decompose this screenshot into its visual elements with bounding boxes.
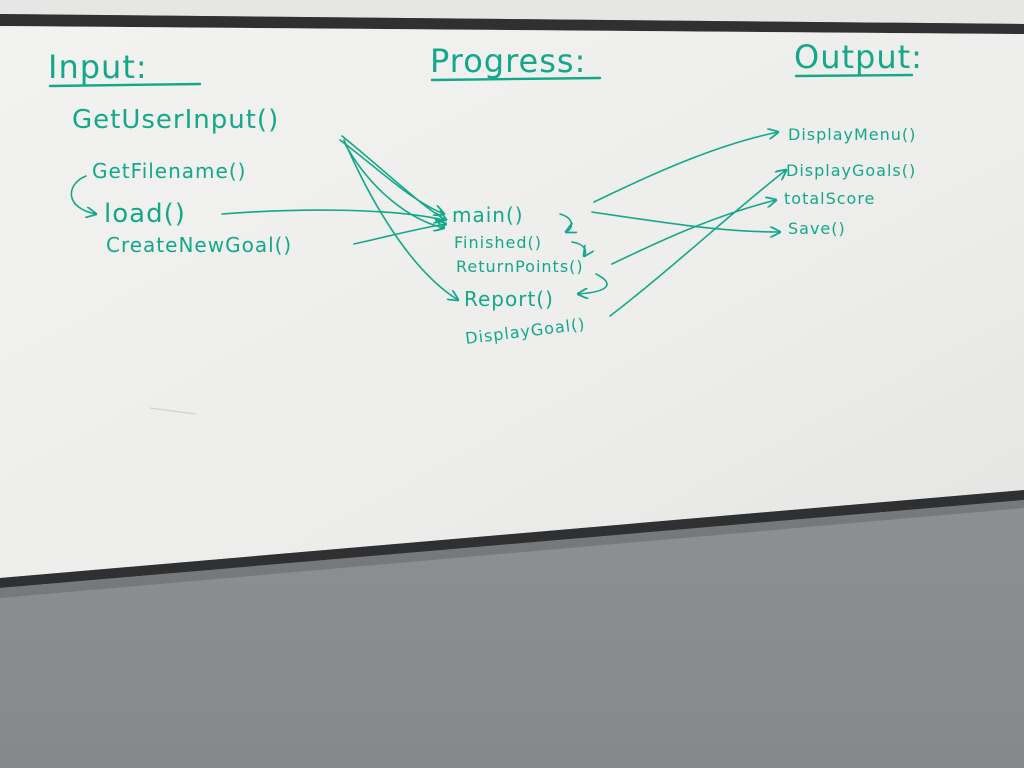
arrow-createnewgoal-to-main xyxy=(353,224,446,245)
input-item-load: load() xyxy=(104,199,186,229)
board-bottom-shadow xyxy=(0,500,1024,598)
input-heading: Input: xyxy=(48,48,148,86)
output-heading-underline xyxy=(794,73,914,78)
arrow-getuserinput-to-finished xyxy=(343,141,444,228)
arrow-load-to-main xyxy=(221,209,444,220)
arrow-main-to-save xyxy=(591,211,780,232)
output-item-save: Save() xyxy=(788,219,846,238)
board-top-frame xyxy=(0,14,1024,34)
progress-item-finished: Finished() xyxy=(454,233,542,252)
arrow-getuserinput-to-main xyxy=(339,139,444,214)
progress-heading-underline xyxy=(430,76,602,82)
output-heading: Output: xyxy=(794,38,923,76)
progress-heading: Progress: xyxy=(430,42,586,80)
arrow-returnpoints-to-report xyxy=(578,273,608,294)
arrow-getuserinput-to-report xyxy=(343,139,458,300)
arrow-getfilename-to-load xyxy=(70,175,96,214)
arrow-displaygoal-to-displaygoals xyxy=(609,170,786,317)
progress-item-report: Report() xyxy=(464,287,554,311)
input-item-createnewgoal: CreateNewGoal() xyxy=(106,233,292,257)
board-smudge xyxy=(149,407,197,415)
arrow-main-to-finished xyxy=(559,213,571,232)
upper-board-edge xyxy=(0,0,1024,24)
progress-item-main: main() xyxy=(452,203,524,227)
input-heading-underline xyxy=(48,82,202,88)
input-item-getfilename: GetFilename() xyxy=(92,159,246,183)
input-item-getuserinput: GetUserInput() xyxy=(72,105,279,135)
whiteboard-surface xyxy=(0,26,1024,578)
arrow-finished-to-returnpoints xyxy=(571,241,586,256)
output-item-totalscore: totalScore xyxy=(784,189,875,208)
arrow-returnpoints-to-totalscore xyxy=(611,200,776,265)
output-item-displaygoals: DisplayGoals() xyxy=(786,161,916,180)
output-item-displaymenu: DisplayMenu() xyxy=(788,125,916,144)
progress-item-returnpoints: ReturnPoints() xyxy=(456,257,584,276)
arrow-main-to-displaymenu xyxy=(593,132,778,203)
board-bottom-frame xyxy=(0,490,1024,588)
